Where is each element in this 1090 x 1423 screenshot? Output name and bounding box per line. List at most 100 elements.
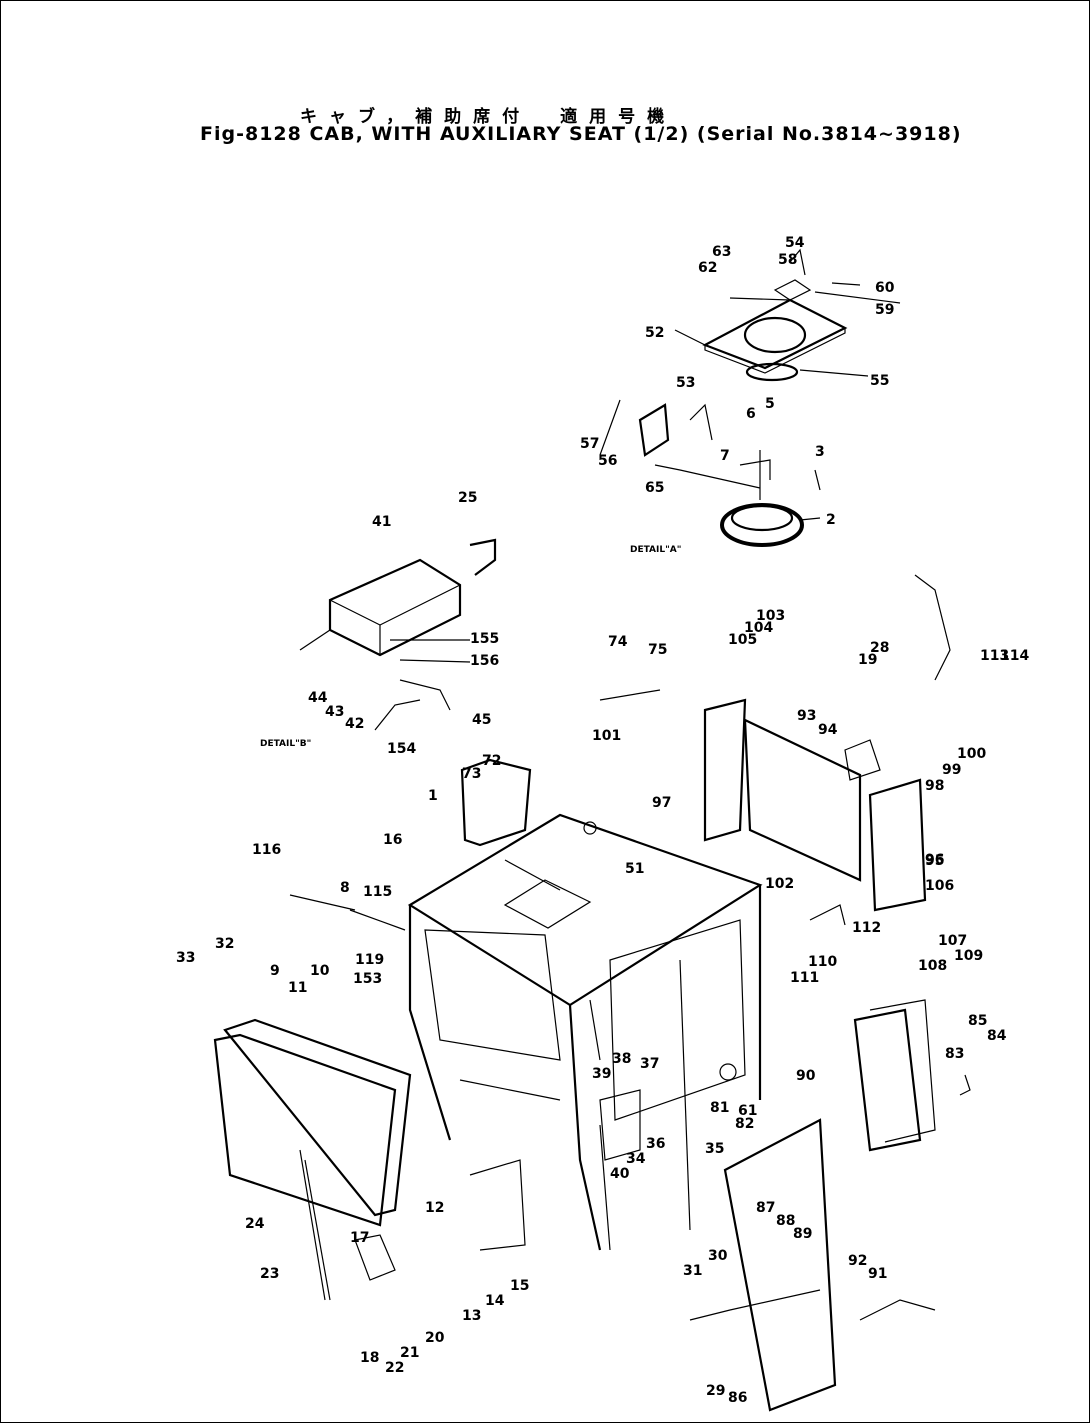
part-number: 12 [425,1200,444,1216]
seat-bracket [638,403,670,457]
latch-40 [599,1089,641,1161]
part-number: 73 [462,766,481,782]
part-number: 88 [776,1213,795,1229]
roof-hatch [503,879,592,929]
part-number: 107 [938,933,967,949]
detail-b-bracket [299,538,497,731]
window-73-right [869,999,936,1143]
part-number: 155 [470,631,499,647]
detail-a-label: DETAIL"A" [630,545,681,555]
window-72-top [460,758,532,847]
right-window-assembly [460,574,951,1412]
left-window-assembly [213,1018,412,1301]
part-number: 82 [735,1116,754,1132]
part-number: 51 [625,861,644,877]
part-number: 116 [252,842,281,858]
part-number: 96 [925,852,944,868]
part-number: 90 [796,1068,816,1084]
part-number: 119 [355,952,384,968]
seat-cushion [743,316,807,354]
part-number: 10 [310,963,330,979]
wiper-motor-17 [354,1234,396,1281]
motor-17-right [844,739,881,781]
part-number: 56 [598,453,617,469]
part-number: 30 [708,1248,728,1264]
part-number: 20 [425,1330,445,1346]
part-number: 59 [875,302,894,318]
part-number: 108 [918,958,947,974]
part-number: 72 [482,753,501,769]
part-number: 41 [372,514,391,530]
part-number: 112 [852,920,881,936]
turntable [720,503,804,547]
part-number: 11 [288,980,307,996]
side-window-opening [609,919,746,1121]
part-number: 75 [648,642,667,658]
part-number: 61 [738,1103,757,1119]
swivel-ring [745,362,799,382]
part-number: 43 [325,704,344,720]
part-number: 29 [706,1383,725,1399]
part-number: 19 [858,652,877,668]
window-glass-32 [223,1018,412,1217]
clip-25-top [469,538,497,576]
window-96 [868,778,927,912]
title-japanese: キャブ，補助席付 適用号機 [300,107,677,127]
wiper-24-right [914,574,951,681]
part-number: 100 [957,746,986,762]
part-number: 62 [698,260,717,276]
hinge-83 [959,1074,971,1096]
door-90 [723,1118,837,1412]
part-number: 57 [580,436,599,452]
figure-title: Fig-8128 CAB, WITH AUXILIARY SEAT (1/2) … [200,123,962,145]
part-number: 13 [462,1308,481,1324]
part-number: 3 [815,444,825,460]
part-number: 110 [808,954,837,970]
wiper-arm [299,1149,326,1301]
part-number: 74 [608,634,628,650]
part-number: 103 [756,608,785,624]
part-number: 37 [640,1056,659,1072]
part-number: 40 [610,1166,630,1182]
part-number: 31 [683,1263,702,1279]
part-number: 154 [387,741,416,757]
part-number: 45 [472,712,491,728]
part-number: 22 [385,1360,404,1376]
lamp-81 [719,1063,737,1081]
part-number: 39 [592,1066,611,1082]
part-number: 81 [710,1100,729,1116]
part-number: 36 [646,1136,665,1152]
cab-roof [407,813,763,1007]
part-number: 58 [778,252,797,268]
part-number: 92 [848,1253,867,1269]
window-93 [743,718,862,882]
part-number: 33 [176,950,195,966]
part-number: 17 [350,1230,369,1246]
part-number: 85 [968,1013,987,1029]
bracket-box [328,558,462,657]
part-number: 87 [756,1200,775,1216]
window-72-right [853,1008,922,1152]
part-number: 8 [340,880,350,896]
part-number: 102 [765,876,794,892]
part-number: 35 [705,1141,724,1157]
part-number: 99 [942,762,961,778]
part-number: 60 [875,280,895,296]
handle-90 [859,1299,936,1321]
part-number: 28 [870,640,889,656]
part-number: 97 [652,795,671,811]
part-number: 94 [818,722,838,738]
part-number: 113 [980,648,1009,664]
part-number: 89 [793,1226,812,1242]
knob-51 [583,821,597,835]
part-number: 101 [592,728,621,744]
front-window-opening [424,929,561,1061]
part-number: 15 [510,1278,529,1294]
part-number: 14 [485,1293,505,1309]
part-number: 98 [925,778,944,794]
part-number: 7 [720,448,730,464]
part-number: 104 [744,620,773,636]
part-number: 153 [353,971,382,987]
part-number: 156 [470,653,499,669]
